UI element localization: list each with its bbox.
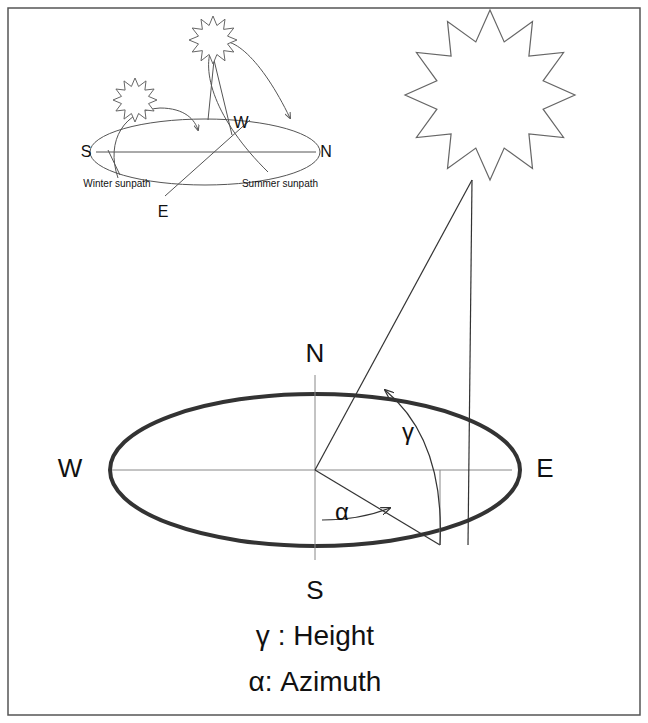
compass-label: W — [58, 455, 83, 481]
sun-symbol — [405, 10, 575, 180]
compass-label: W — [233, 115, 248, 131]
angle-symbol: α — [335, 500, 349, 524]
path-label: Winter sunpath — [83, 179, 150, 189]
compass-label: N — [320, 144, 332, 160]
sun-symbol — [113, 78, 157, 122]
angle-symbol: γ — [402, 420, 414, 444]
compass-label: S — [81, 144, 92, 160]
legend-text: α: Azimuth — [249, 668, 382, 696]
sun-symbol — [189, 16, 237, 64]
compass-label: E — [536, 455, 553, 481]
legend-text: γ : Height — [256, 622, 374, 650]
compass-label: E — [158, 204, 169, 220]
compass-label: S — [306, 577, 323, 603]
path-label: Summer sunpath — [242, 179, 318, 189]
compass-label: N — [306, 340, 325, 366]
